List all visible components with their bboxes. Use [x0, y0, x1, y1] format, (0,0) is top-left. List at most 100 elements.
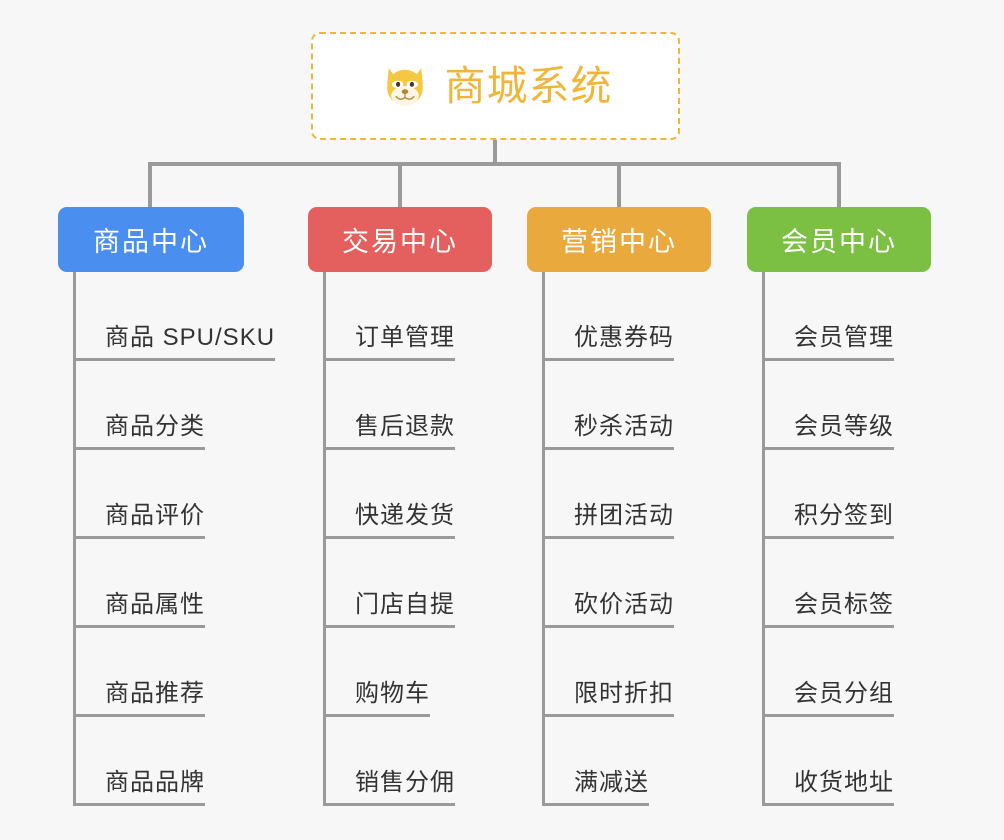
- leaf-underline: 积分签到: [762, 495, 894, 539]
- category-label: 会员中心: [781, 227, 897, 257]
- leaf-item[interactable]: 商品 SPU/SKU: [58, 272, 276, 361]
- leaf-underline: 会员管理: [762, 317, 894, 361]
- leaf-underline: 商品评价: [73, 495, 205, 539]
- leaf-item[interactable]: 会员标签: [747, 539, 931, 628]
- leaf-label: 限时折扣: [574, 680, 674, 707]
- leaf-underline: 秒杀活动: [542, 406, 674, 450]
- leaf-underline: 会员标签: [762, 584, 894, 628]
- leaf-label: 秒杀活动: [574, 413, 674, 440]
- branch-column-4: 会员中心会员管理会员等级积分签到会员标签会员分组收货地址: [747, 207, 931, 806]
- leaf-underline: 售后退款: [323, 406, 455, 450]
- branch-spine-1: [73, 272, 76, 806]
- leaf-underline: 商品推荐: [73, 673, 205, 717]
- leaf-underline: 门店自提: [323, 584, 455, 628]
- leaf-item[interactable]: 会员等级: [747, 361, 931, 450]
- leaf-label: 会员分组: [794, 680, 894, 707]
- leaf-item[interactable]: 会员管理: [747, 272, 931, 361]
- leaf-underline: 收货地址: [762, 762, 894, 806]
- leaf-list-1: 商品 SPU/SKU 商品分类商品评价商品属性商品推荐商品品牌: [58, 272, 276, 806]
- leaf-label: 会员标签: [794, 591, 894, 618]
- branch-column-1: 商品中心商品 SPU/SKU 商品分类商品评价商品属性商品推荐商品品牌: [58, 207, 276, 806]
- category-box-1[interactable]: 商品中心: [58, 207, 244, 272]
- leaf-label: 售后退款: [355, 413, 455, 440]
- connector-drop-3: [617, 162, 621, 209]
- leaf-item[interactable]: 商品推荐: [58, 628, 244, 717]
- leaf-underline: 购物车: [323, 673, 430, 717]
- leaf-underline: 商品 SPU/SKU: [73, 317, 276, 361]
- leaf-list-3: 优惠券码秒杀活动拼团活动砍价活动限时折扣满减送: [527, 272, 711, 806]
- connector-drop-2: [398, 162, 402, 209]
- category-label: 商品中心: [93, 227, 209, 257]
- leaf-underline: 商品属性: [73, 584, 205, 628]
- leaf-underline: 限时折扣: [542, 673, 674, 717]
- connector-drop-4: [837, 162, 841, 209]
- leaf-underline: 订单管理: [323, 317, 455, 361]
- leaf-underline: 砍价活动: [542, 584, 674, 628]
- branch-spine-3: [542, 272, 545, 806]
- leaf-item[interactable]: 订单管理: [308, 272, 492, 361]
- root-node[interactable]: 商城系统: [311, 32, 680, 140]
- leaf-underline: 拼团活动: [542, 495, 674, 539]
- leaf-list-4: 会员管理会员等级积分签到会员标签会员分组收货地址: [747, 272, 931, 806]
- leaf-label: 商品分类: [105, 413, 205, 440]
- leaf-underline: 快递发货: [323, 495, 455, 539]
- leaf-item[interactable]: 收货地址: [747, 717, 931, 806]
- leaf-item[interactable]: 门店自提: [308, 539, 492, 628]
- connector-horizontal-bus: [150, 162, 841, 166]
- leaf-item[interactable]: 购物车: [308, 628, 492, 717]
- connector-drop-1: [148, 162, 152, 209]
- leaf-item[interactable]: 满减送: [527, 717, 711, 806]
- leaf-underline: 会员等级: [762, 406, 894, 450]
- leaf-label: 商品评价: [105, 502, 205, 529]
- leaf-label: 砍价活动: [574, 591, 674, 618]
- leaf-item[interactable]: 砍价活动: [527, 539, 711, 628]
- branch-spine-4: [762, 272, 765, 806]
- leaf-item[interactable]: 商品分类: [58, 361, 244, 450]
- root-title: 商城系统: [444, 62, 613, 109]
- leaf-label: 会员管理: [794, 324, 894, 351]
- leaf-list-2: 订单管理售后退款快递发货门店自提购物车销售分佣: [308, 272, 492, 806]
- leaf-label: 订单管理: [355, 324, 455, 351]
- branch-column-3: 营销中心优惠券码秒杀活动拼团活动砍价活动限时折扣满减送: [527, 207, 711, 806]
- shiba-dog-face-icon: [386, 68, 423, 106]
- category-box-2[interactable]: 交易中心: [308, 207, 492, 272]
- category-label: 营销中心: [561, 227, 677, 257]
- leaf-item[interactable]: 快递发货: [308, 450, 492, 539]
- leaf-item[interactable]: 会员分组: [747, 628, 931, 717]
- leaf-item[interactable]: 销售分佣: [308, 717, 492, 806]
- leaf-item[interactable]: 商品品牌: [58, 717, 244, 806]
- leaf-item[interactable]: 拼团活动: [527, 450, 711, 539]
- leaf-underline: 满减送: [542, 762, 649, 806]
- leaf-item[interactable]: 售后退款: [308, 361, 492, 450]
- leaf-label: 优惠券码: [574, 324, 674, 351]
- leaf-label: 购物车: [355, 680, 430, 707]
- connector-root-trunk: [493, 140, 497, 164]
- branch-column-2: 交易中心订单管理售后退款快递发货门店自提购物车销售分佣: [308, 207, 492, 806]
- leaf-label: 积分签到: [794, 502, 894, 529]
- category-box-3[interactable]: 营销中心: [527, 207, 711, 272]
- leaf-underline: 商品分类: [73, 406, 205, 450]
- category-label: 交易中心: [342, 227, 458, 257]
- leaf-label: 门店自提: [355, 591, 455, 618]
- leaf-item[interactable]: 积分签到: [747, 450, 931, 539]
- leaf-item[interactable]: 优惠券码: [527, 272, 711, 361]
- leaf-label: 商品品牌: [105, 769, 205, 796]
- leaf-item[interactable]: 秒杀活动: [527, 361, 711, 450]
- leaf-label: 会员等级: [794, 413, 894, 440]
- leaf-item[interactable]: 商品属性: [58, 539, 244, 628]
- leaf-underline: 优惠券码: [542, 317, 674, 361]
- leaf-label: 满减送: [574, 769, 649, 796]
- leaf-underline: 商品品牌: [73, 762, 205, 806]
- branch-spine-2: [323, 272, 326, 806]
- leaf-label: 商品属性: [105, 591, 205, 618]
- leaf-label: 收货地址: [794, 769, 894, 796]
- leaf-item[interactable]: 商品评价: [58, 450, 244, 539]
- category-box-4[interactable]: 会员中心: [747, 207, 931, 272]
- leaf-label: 拼团活动: [574, 502, 674, 529]
- leaf-underline: 销售分佣: [323, 762, 455, 806]
- leaf-label: 快递发货: [355, 502, 455, 529]
- leaf-label: 商品 SPU/SKU: [105, 324, 276, 351]
- leaf-item[interactable]: 限时折扣: [527, 628, 711, 717]
- leaf-label: 商品推荐: [105, 680, 205, 707]
